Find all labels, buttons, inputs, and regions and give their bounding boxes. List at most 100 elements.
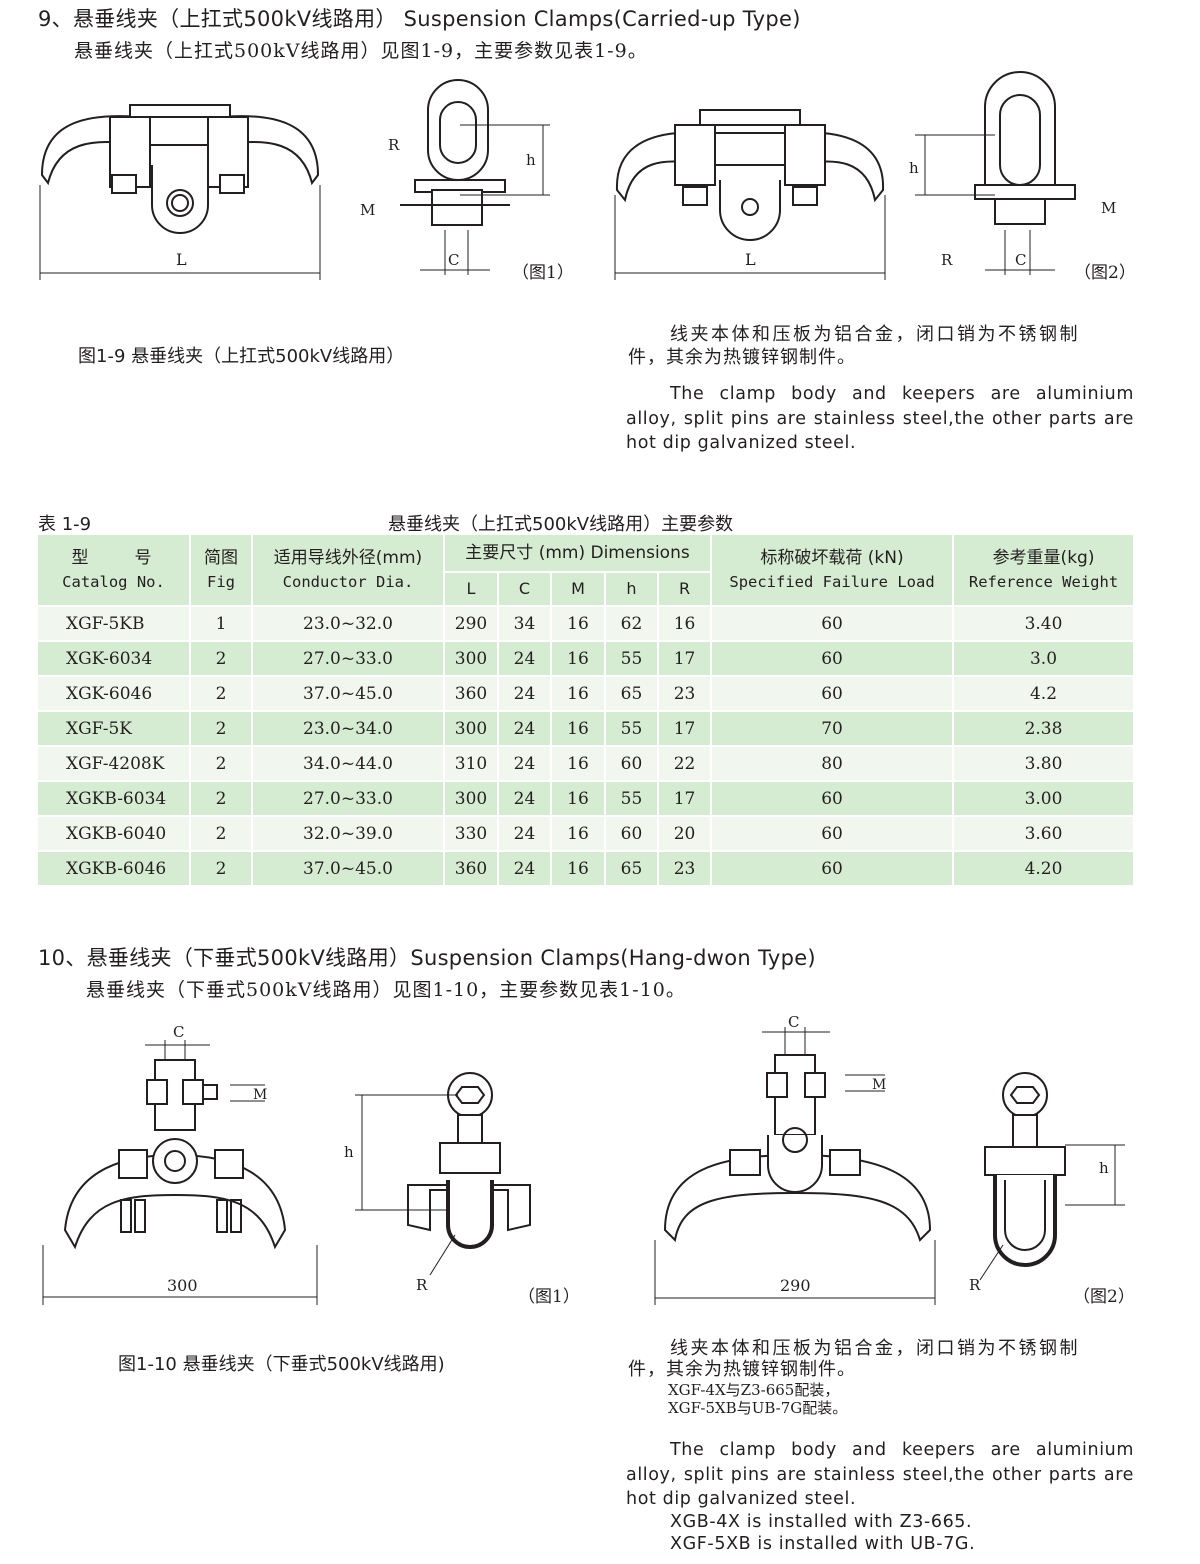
header-R: R <box>658 571 713 607</box>
cell-M: 16 <box>551 851 606 887</box>
cell-catalog: XGF-4208K <box>38 746 191 782</box>
dim-h-fig8: h <box>1099 1159 1109 1177</box>
cell-M: 16 <box>551 816 606 852</box>
fig2-label: （图2） <box>1074 263 1136 283</box>
fig1-10-caption: 图1-10 悬垂线夹（下垂式500kV线路用) <box>118 1354 445 1375</box>
cell-M: 16 <box>551 781 606 817</box>
dim-C-fig2: C <box>448 251 459 269</box>
header-catalog: 型 号 Catalog No. <box>38 535 191 607</box>
section-10-heading: 10、悬垂线夹（下垂式500kV线路用）Suspension Clamps(Ha… <box>38 946 816 970</box>
fig1-9-front-view-type2: L <box>614 109 886 280</box>
fig1-9-caption: 图1-9 悬垂线夹（上扛式500kV线路用） <box>78 346 405 367</box>
fig1-10-front-view: C M 300 <box>42 1023 318 1305</box>
cell-h: 65 <box>605 676 659 712</box>
cell-M: 16 <box>551 606 606 642</box>
cell-load: 80 <box>711 746 955 782</box>
cell-h: 55 <box>605 781 659 817</box>
dim-R-fig4: R <box>941 251 953 269</box>
header-L: L <box>444 571 499 607</box>
header-conductor: 适用导线外径(mm) Conductor Dia. <box>252 535 445 607</box>
cell-fig: 2 <box>190 746 253 782</box>
fig1-9-side-view: h R M C <box>360 79 550 275</box>
cell-M: 16 <box>551 746 606 782</box>
cell-conductor: 27.0~33.0 <box>252 781 445 817</box>
dim-R-fig8: R <box>969 1276 981 1294</box>
cell-L: 360 <box>444 676 499 712</box>
note10-cn-line4: XGF-5XB与UB-7G配装。 <box>668 1399 848 1417</box>
cell-load: 60 <box>711 641 955 677</box>
dim-C-fig5: C <box>173 1023 184 1041</box>
cell-conductor: 27.0~33.0 <box>252 641 445 677</box>
cell-L: 300 <box>444 711 499 747</box>
fig1-label: （图1） <box>512 263 574 283</box>
header-fig: 简图 Fig <box>190 535 253 607</box>
cell-M: 16 <box>551 711 606 747</box>
cell-weight: 2.38 <box>953 711 1136 747</box>
cell-load: 60 <box>711 676 955 712</box>
header-h: h <box>605 571 659 607</box>
dim-C-fig7: C <box>788 1013 799 1031</box>
table-label: 表 1-9 <box>38 514 92 535</box>
cell-fig: 2 <box>190 676 253 712</box>
fig1-10-side-view: h R <box>344 1072 531 1294</box>
cell-C: 24 <box>498 676 552 712</box>
parameters-table: 型 号 Catalog No. 简图 Fig 适用导线外径(mm) Conduc… <box>38 535 1136 887</box>
section-9-intro: 悬垂线夹（上扛式500kV线路用）见图1-9，主要参数见表1-9。 <box>74 40 648 62</box>
cell-fig: 2 <box>190 781 253 817</box>
cell-load: 60 <box>711 606 955 642</box>
cell-C: 34 <box>498 606 552 642</box>
header-C: C <box>498 571 552 607</box>
dim-h-fig2: h <box>526 151 536 169</box>
cell-weight: 3.40 <box>953 606 1136 642</box>
dim-300: 300 <box>167 1276 198 1295</box>
cell-C: 24 <box>498 641 552 677</box>
cell-L: 300 <box>444 641 499 677</box>
dim-C-fig4: C <box>1015 251 1026 269</box>
cell-catalog: XGK-6046 <box>38 676 191 712</box>
cell-h: 60 <box>605 816 659 852</box>
cell-weight: 3.0 <box>953 641 1136 677</box>
header-weight: 参考重量(kg) Reference Weight <box>953 535 1136 607</box>
cell-R: 17 <box>658 641 713 677</box>
section-10-note-en: The clamp body and keepers are aluminium… <box>626 1440 1134 1509</box>
fig1-9-front-view: L <box>39 104 321 280</box>
cell-conductor: 23.0~32.0 <box>252 606 445 642</box>
fig1-9-side-view-type2: h M R C <box>909 71 1116 275</box>
cell-L: 330 <box>444 816 499 852</box>
cell-R: 23 <box>658 851 713 887</box>
dim-M-fig4: M <box>1101 199 1116 217</box>
cell-conductor: 34.0~44.0 <box>252 746 445 782</box>
cell-L: 310 <box>444 746 499 782</box>
dim-h-fig4: h <box>909 159 919 177</box>
cell-fig: 2 <box>190 641 253 677</box>
cell-h: 55 <box>605 641 659 677</box>
dim-M-fig5: M <box>253 1087 267 1103</box>
dim-M-fig7: M <box>872 1077 886 1093</box>
cell-L: 290 <box>444 606 499 642</box>
cell-weight: 3.80 <box>953 746 1136 782</box>
cell-weight: 3.00 <box>953 781 1136 817</box>
cell-conductor: 23.0~34.0 <box>252 711 445 747</box>
cell-catalog: XGK-6034 <box>38 641 191 677</box>
cell-C: 24 <box>498 746 552 782</box>
cell-conductor: 37.0~45.0 <box>252 676 445 712</box>
cell-R: 20 <box>658 816 713 852</box>
fig1-10-label-2: （图2） <box>1073 1287 1135 1307</box>
dim-R-fig6: R <box>416 1276 428 1294</box>
section-10-note-en-3: XGF-5XB is installed with UB-7G. <box>670 1534 976 1554</box>
cell-L: 360 <box>444 851 499 887</box>
cell-C: 24 <box>498 781 552 817</box>
cell-catalog: XGF-5KB <box>38 606 191 642</box>
cell-h: 62 <box>605 606 659 642</box>
cell-catalog: XGKB-6034 <box>38 781 191 817</box>
cell-fig: 1 <box>190 606 253 642</box>
note10-cn-line3: XGF-4X与Z3-665配装， <box>668 1381 840 1399</box>
section-9-note-cn: 线夹本体和压板为铝合金，闭口销为不锈钢制 件，其余为热镀锌钢制件。 <box>628 323 1136 369</box>
dim-R-fig2: R <box>388 136 400 154</box>
